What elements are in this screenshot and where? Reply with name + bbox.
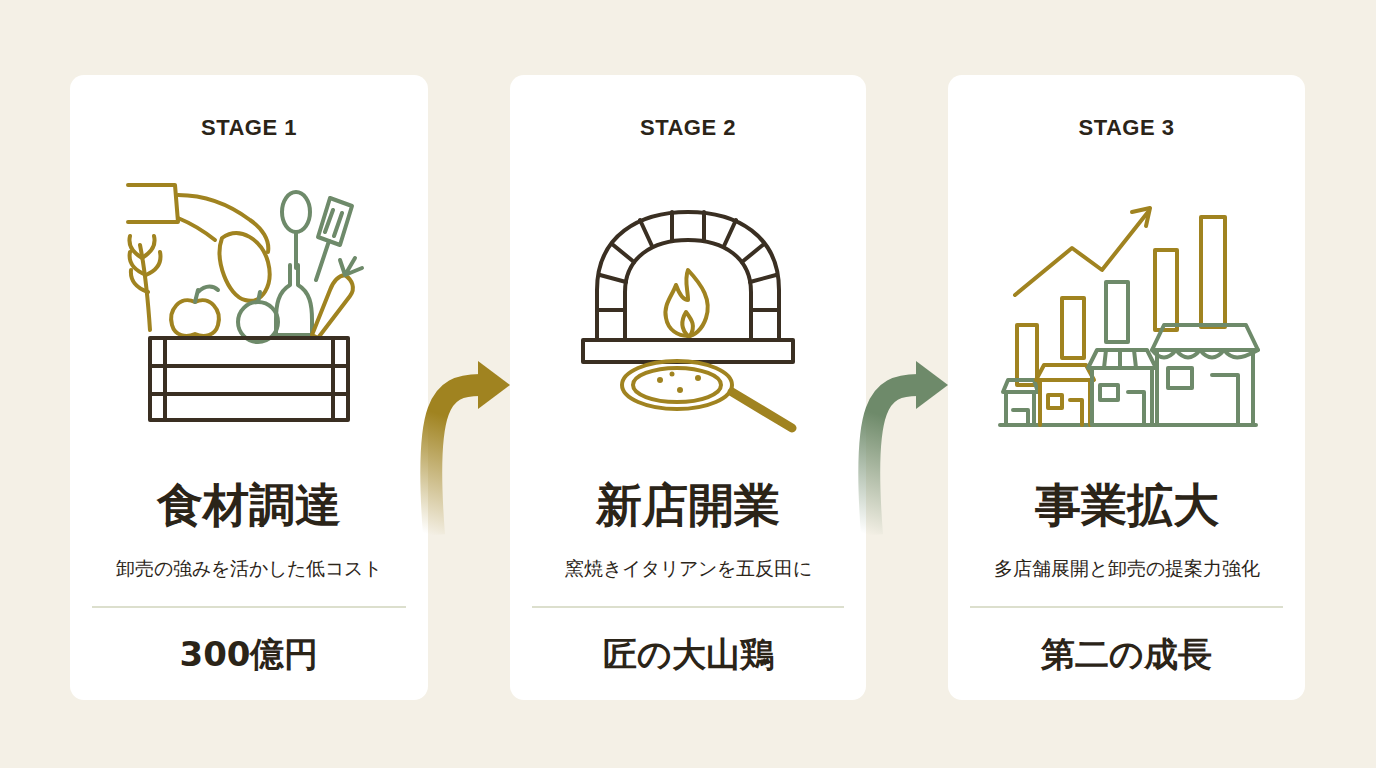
stage-card: STAGE 2 新店開業窯焼きイタリアンを五反田に匠の大山鶏 <box>510 75 866 700</box>
stage-label: STAGE 2 <box>516 115 860 141</box>
arrow-shaft <box>431 385 480 535</box>
divider <box>970 606 1283 607</box>
stage-arrow <box>431 361 510 535</box>
card-bg <box>510 75 866 700</box>
stage-title: 新店開業 <box>516 475 860 537</box>
stage-arrow <box>869 361 948 535</box>
arrow-head <box>478 361 510 409</box>
card-bg <box>70 75 428 700</box>
stage-highlight: 第二の成長 <box>954 632 1299 678</box>
pizza-oven-icon <box>583 212 793 428</box>
stage-title: 食材調達 <box>76 475 422 537</box>
stage-title: 事業拡大 <box>954 475 1299 537</box>
stage-card: STAGE 1 食材調達卸売の強みを活かした低コスト 300億円 <box>70 75 428 700</box>
stage-subtitle: 多店舗展開と卸売の提案力強化 <box>954 556 1299 582</box>
card-backgrounds <box>70 75 1305 700</box>
arrow-shaft <box>869 385 918 535</box>
stage-card: STAGE 3 事業拡大多店舗展開と卸売の提案力強化第二の成長 <box>948 75 1305 700</box>
stage-subtitle: 窯焼きイタリアンを五反田に <box>516 556 860 582</box>
stage-label: STAGE 1 <box>76 115 422 141</box>
arrow-head <box>916 361 948 409</box>
produce-crate-icon <box>128 185 362 420</box>
stage-highlight: 匠の大山鶏 <box>516 632 860 678</box>
stage-highlight: 300億円 <box>76 632 422 678</box>
card-bg <box>948 75 1305 700</box>
divider <box>92 606 406 607</box>
dividers <box>92 606 1283 607</box>
divider <box>532 606 844 607</box>
growth-stores-icon <box>1000 208 1258 425</box>
stage-label: STAGE 3 <box>954 115 1299 141</box>
stage-subtitle: 卸売の強みを活かした低コスト <box>76 556 422 582</box>
